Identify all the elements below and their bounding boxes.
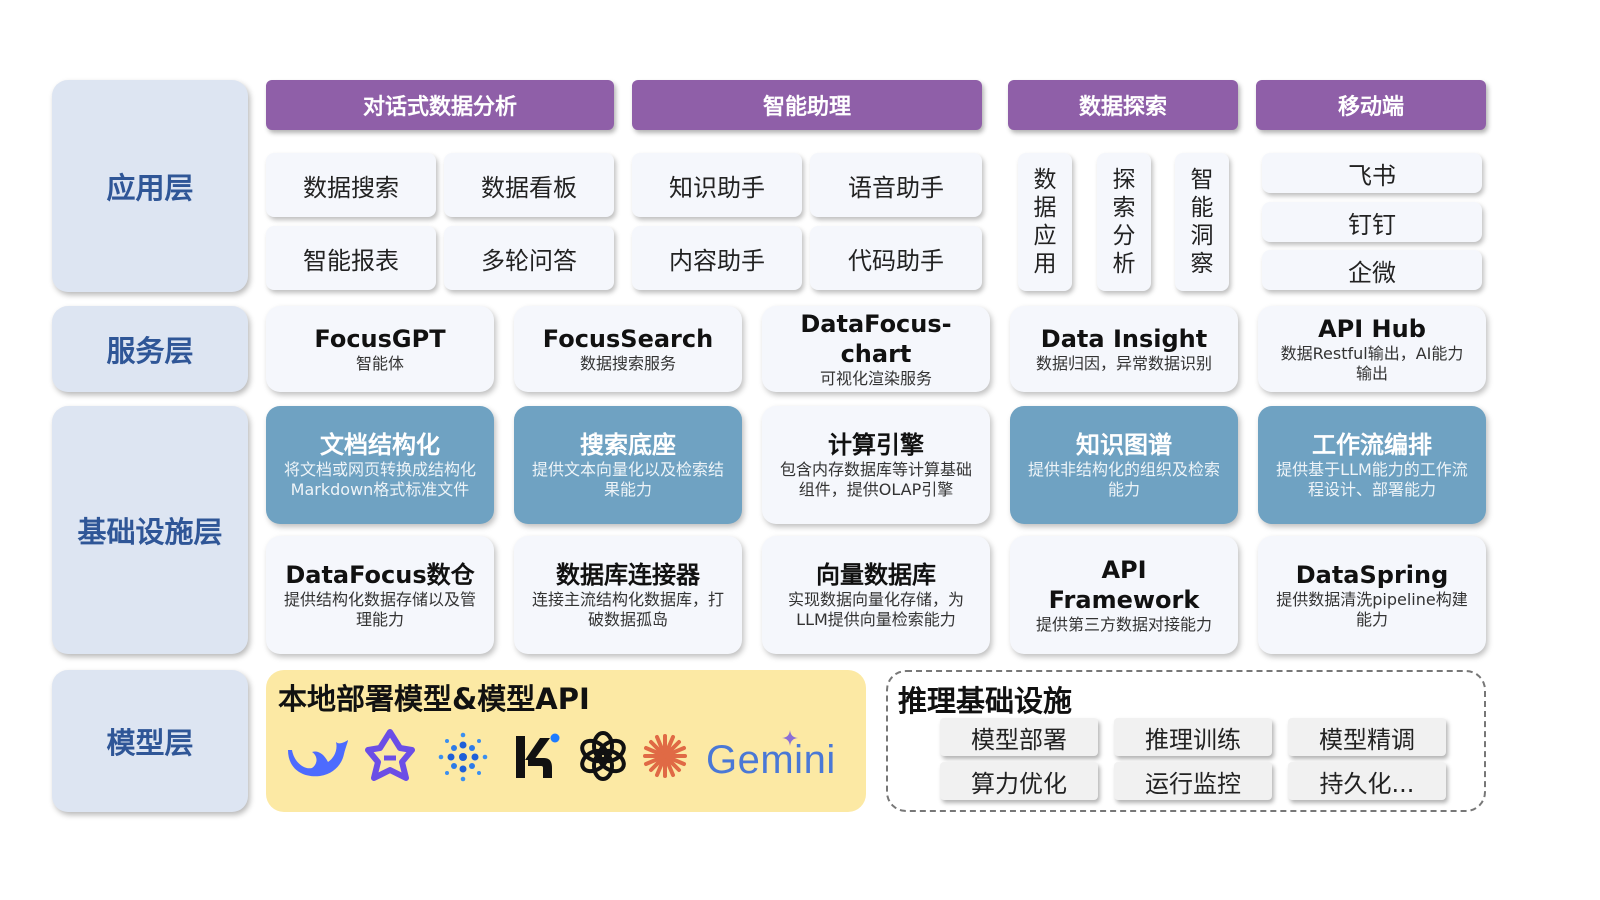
- service-title: FocusSearch: [542, 325, 714, 353]
- infra-subtitle: 包含内存数据库等计算基础组件，提供OLAP引擎: [779, 460, 972, 499]
- infra-subtitle: 提供数据清洗pipeline构建能力: [1276, 590, 1468, 629]
- infra-title: 知识图谱: [1076, 431, 1172, 459]
- app-item-knowledge-assistant: 知识助手: [632, 153, 802, 217]
- starburst-dots-icon: [436, 730, 490, 784]
- infra-search-base: 搜索底座 提供文本向量化以及检索结果能力: [514, 406, 742, 524]
- layer-service-label: 服务层: [106, 334, 194, 368]
- model-local-title: 本地部署模型&模型API: [278, 682, 590, 716]
- service-api-hub: API Hub 数据Restful输出，AI能力输出: [1258, 306, 1486, 392]
- service-focussearch: FocusSearch 数据搜索服务: [514, 306, 742, 392]
- gemini-text: Gemini: [706, 738, 836, 782]
- infra-runtime-monitoring: 运行监控: [1114, 762, 1272, 800]
- openai-icon: [578, 730, 628, 782]
- service-data-insight: Data Insight 数据归因，异常数据识别: [1010, 306, 1238, 392]
- service-title: API Hub: [1318, 315, 1426, 343]
- infra-compute-optimization: 算力优化: [940, 762, 1098, 800]
- gemini-logo: Gemini: [706, 730, 836, 788]
- service-focusgpt: FocusGPT 智能体: [266, 306, 494, 392]
- layer-app-label: 应用层: [106, 171, 194, 205]
- layer-infrastructure-label: 基础设施层: [77, 515, 223, 549]
- app-item-data-search: 数据搜索: [266, 153, 436, 217]
- infra-title: DataSpring: [1295, 561, 1449, 589]
- app-item-dashboard: 数据看板: [444, 153, 614, 217]
- service-title: Data Insight: [1040, 325, 1208, 353]
- infra-subtitle: 提供结构化数据存储以及管理能力: [283, 590, 476, 629]
- infra-title: 搜索底座: [580, 431, 676, 459]
- kimi-icon: [510, 728, 564, 784]
- service-title: DataFocus-chart: [800, 310, 952, 368]
- deepseek-whale-icon: [284, 730, 350, 782]
- infra-subtitle: 提供基于LLM能力的工作流程设计、部署能力: [1276, 460, 1468, 499]
- infra-subtitle: 将文档或网页转换成结构化Markdown格式标准文件: [283, 460, 476, 499]
- claude-icon: [642, 732, 688, 780]
- layer-model: 模型层: [52, 670, 248, 812]
- service-subtitle: 数据搜索服务: [579, 354, 676, 373]
- app-item-multi-turn-qa: 多轮问答: [444, 226, 614, 290]
- infra-model-deploy: 模型部署: [940, 718, 1098, 756]
- infra-title: 数据库连接器: [556, 561, 700, 589]
- infra-title: DataFocus数仓: [285, 561, 475, 589]
- layer-infrastructure: 基础设施层: [52, 406, 248, 654]
- infra-fine-tuning: 模型精调: [1288, 718, 1446, 756]
- infra-datafocus-warehouse: DataFocus数仓 提供结构化数据存储以及管理能力: [266, 536, 494, 654]
- category-mobile: 移动端: [1256, 80, 1486, 130]
- infra-vector-db: 向量数据库 实现数据向量化存储，为LLM提供向量检索能力: [762, 536, 990, 654]
- infra-api-framework: API Framework 提供第三方数据对接能力: [1010, 536, 1238, 654]
- gemini-sparkle-icon: [782, 730, 798, 746]
- model-local-panel: 本地部署模型&模型API: [266, 670, 866, 812]
- service-subtitle: 可视化渲染服务: [819, 369, 932, 388]
- app-item-voice-assistant: 语音助手: [810, 153, 982, 217]
- service-title: FocusGPT: [314, 325, 446, 353]
- infra-compute-engine: 计算引擎 包含内存数据库等计算基础组件，提供OLAP引擎: [762, 406, 990, 524]
- app-item-smart-insight: 智 能 洞 察: [1175, 153, 1229, 291]
- app-item-dingtalk: 钉钉: [1262, 202, 1482, 242]
- app-item-code-assistant: 代码助手: [810, 226, 982, 290]
- infra-workflow: 工作流编排 提供基于LLM能力的工作流程设计、部署能力: [1258, 406, 1486, 524]
- app-item-data-application: 数 据 应 用: [1018, 153, 1072, 291]
- infra-subtitle: 提供第三方数据对接能力: [1035, 615, 1212, 634]
- category-assistant: 智能助理: [632, 80, 982, 130]
- service-subtitle: 数据Restful输出，AI能力输出: [1280, 344, 1464, 383]
- infra-subtitle: 提供非结构化的组织及检索能力: [1027, 460, 1220, 499]
- inference-infra-title: 推理基础设施: [898, 684, 1073, 718]
- infra-subtitle: 实现数据向量化存储，为LLM提供向量检索能力: [787, 590, 964, 629]
- infra-title: API Framework: [1048, 556, 1200, 614]
- infra-inference-training: 推理训练: [1114, 718, 1272, 756]
- app-item-wecom: 企微: [1262, 250, 1482, 290]
- infra-doc-structuring: 文档结构化 将文档或网页转换成结构化Markdown格式标准文件: [266, 406, 494, 524]
- service-datafocus-chart: DataFocus-chart 可视化渲染服务: [762, 306, 990, 392]
- infra-title: 向量数据库: [816, 561, 936, 589]
- infra-dataspring: DataSpring 提供数据清洗pipeline构建能力: [1258, 536, 1486, 654]
- app-item-exploratory-analysis: 探 索 分 析: [1097, 153, 1151, 291]
- infra-knowledge-graph: 知识图谱 提供非结构化的组织及检索能力: [1010, 406, 1238, 524]
- layer-app: 应用层: [52, 80, 248, 292]
- app-item-feishu: 飞书: [1262, 153, 1482, 193]
- service-subtitle: 数据归因，异常数据识别: [1035, 354, 1212, 373]
- category-explore: 数据探索: [1008, 80, 1238, 130]
- infra-title: 计算引擎: [828, 431, 924, 459]
- infra-persistence: 持久化...: [1288, 762, 1446, 800]
- infra-title: 文档结构化: [320, 431, 440, 459]
- app-item-content-assistant: 内容助手: [632, 226, 802, 290]
- qwen-icon: [364, 728, 416, 782]
- infra-subtitle: 提供文本向量化以及检索结果能力: [531, 460, 724, 499]
- layer-model-label: 模型层: [106, 726, 194, 760]
- infra-subtitle: 连接主流结构化数据库，打破数据孤岛: [531, 590, 724, 629]
- layer-service: 服务层: [52, 306, 248, 392]
- app-item-smart-report: 智能报表: [266, 226, 436, 290]
- category-conversational: 对话式数据分析: [266, 80, 614, 130]
- infra-title: 工作流编排: [1312, 431, 1432, 459]
- service-subtitle: 智能体: [355, 354, 404, 373]
- infra-db-connector: 数据库连接器 连接主流结构化数据库，打破数据孤岛: [514, 536, 742, 654]
